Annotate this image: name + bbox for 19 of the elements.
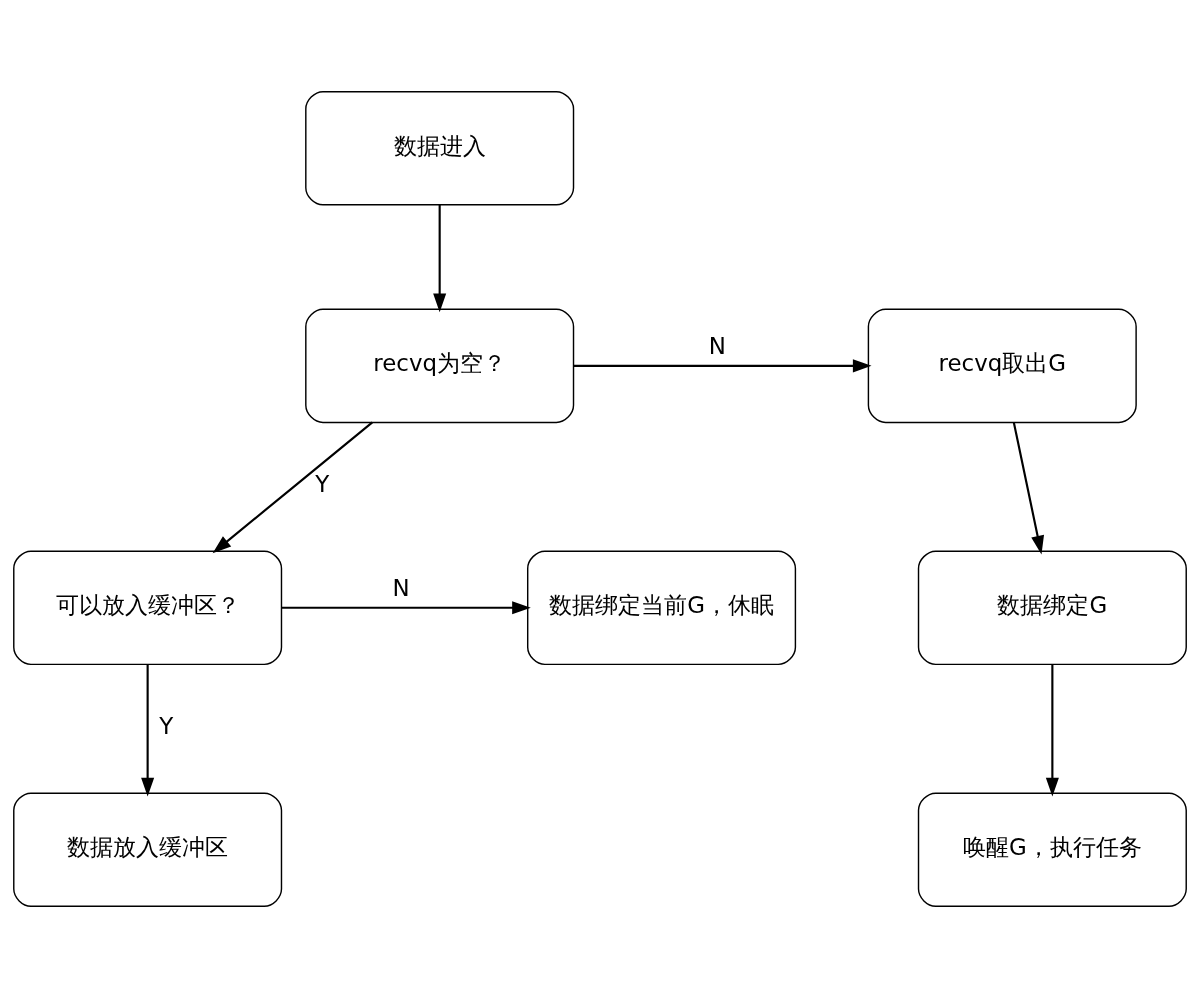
arrow — [141, 664, 155, 796]
node-box: recvq取出G — [867, 308, 1137, 423]
node-box: 数据绑定当前G，休眠 — [527, 550, 797, 665]
arrow — [1045, 664, 1059, 796]
node-box: recvq为空？ — [305, 308, 575, 423]
node-box: 数据放入缓冲区 — [13, 791, 283, 907]
arrow — [1012, 422, 1045, 554]
arrow — [282, 600, 531, 614]
edge-label: N — [392, 574, 410, 601]
node-box: 可以放入缓冲区？ — [13, 550, 283, 665]
arrow — [433, 204, 447, 312]
edge-label: N — [708, 332, 726, 359]
node-box: 数据绑定G — [917, 550, 1187, 665]
node-box: 数据进入 — [305, 90, 575, 206]
edge-label: Y — [315, 470, 330, 497]
edge-label: Y — [159, 712, 174, 739]
node-box: 唤醒G，执行任务 — [917, 791, 1187, 907]
arrow — [212, 421, 373, 553]
arrow — [573, 358, 872, 372]
